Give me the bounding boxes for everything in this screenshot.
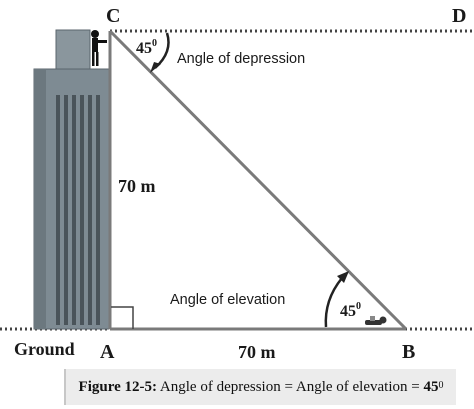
caption-degree: 0 xyxy=(438,379,444,391)
base-label: 70 m xyxy=(238,342,276,362)
point-c-label: C xyxy=(106,5,120,27)
point-d-label: D xyxy=(452,5,466,27)
building xyxy=(33,29,110,330)
caption-figure-label: Figure 12-5: xyxy=(78,378,157,395)
caption-value: 45 xyxy=(423,378,439,395)
point-b-label: B xyxy=(402,341,415,363)
point-a-label: A xyxy=(100,341,115,363)
caption-text: Angle of depression = Angle of elevation… xyxy=(157,378,424,395)
angle-elevation-number: 45 xyxy=(340,303,356,320)
angle-elevation-degree: 0 xyxy=(356,301,361,312)
angle-elevation-value: 450 xyxy=(340,301,361,320)
angle-depression-value: 450 xyxy=(136,38,157,57)
lying-person-icon xyxy=(365,316,387,325)
hypotenuse-cb xyxy=(108,29,408,331)
elevation-arc xyxy=(324,277,343,328)
height-label: 70 m xyxy=(118,176,156,196)
ground-label: Ground xyxy=(14,339,75,359)
figure-caption: Figure 12-5: Angle of depression = Angle… xyxy=(64,369,456,405)
depression-arc xyxy=(154,32,170,69)
elevation-arrowhead xyxy=(337,271,349,283)
elevation-label: Angle of elevation xyxy=(170,292,285,308)
right-angle-marker xyxy=(111,306,134,329)
observer-person-icon xyxy=(91,30,107,66)
angle-depression-number: 45 xyxy=(136,40,152,57)
depression-arrowhead xyxy=(150,62,161,73)
depression-label: Angle of depression xyxy=(177,51,305,67)
angle-depression-degree: 0 xyxy=(152,38,157,49)
